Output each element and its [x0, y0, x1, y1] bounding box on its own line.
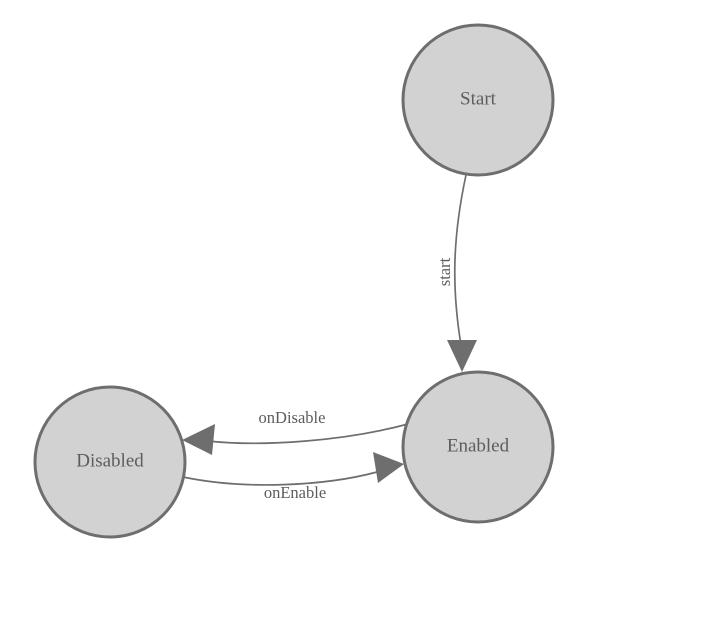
- edge-enabled-to-disabled[interactable]: onDisable: [182, 408, 409, 455]
- edge-disabled-to-enabled[interactable]: onEnable: [182, 452, 404, 502]
- node-disabled-label: Disabled: [76, 450, 144, 471]
- edge-enabled-to-disabled-path: [207, 423, 409, 445]
- node-enabled-label: Enabled: [447, 435, 510, 456]
- edge-enabled-to-disabled-arrowhead-icon: [182, 424, 215, 455]
- edge-disabled-to-enabled-arrowhead-icon: [373, 452, 404, 483]
- node-enabled[interactable]: Enabled: [401, 370, 555, 524]
- node-start-circle: [401, 23, 555, 177]
- node-disabled-circle: [33, 385, 187, 539]
- node-start[interactable]: Start: [401, 23, 555, 177]
- node-disabled[interactable]: Disabled: [33, 385, 187, 539]
- edge-disabled-to-enabled-label: onEnable: [264, 483, 326, 502]
- edge-start-to-enabled[interactable]: start: [435, 174, 477, 372]
- edge-start-to-enabled-arrowhead-icon: [447, 340, 477, 372]
- node-enabled-circle: [401, 370, 555, 524]
- edge-enabled-to-disabled-label: onDisable: [259, 408, 326, 427]
- node-start-label: Start: [460, 88, 497, 109]
- edge-start-to-enabled-label: start: [435, 257, 454, 286]
- edge-disabled-to-enabled-path: [182, 471, 378, 486]
- edge-start-to-enabled-path: [453, 174, 467, 346]
